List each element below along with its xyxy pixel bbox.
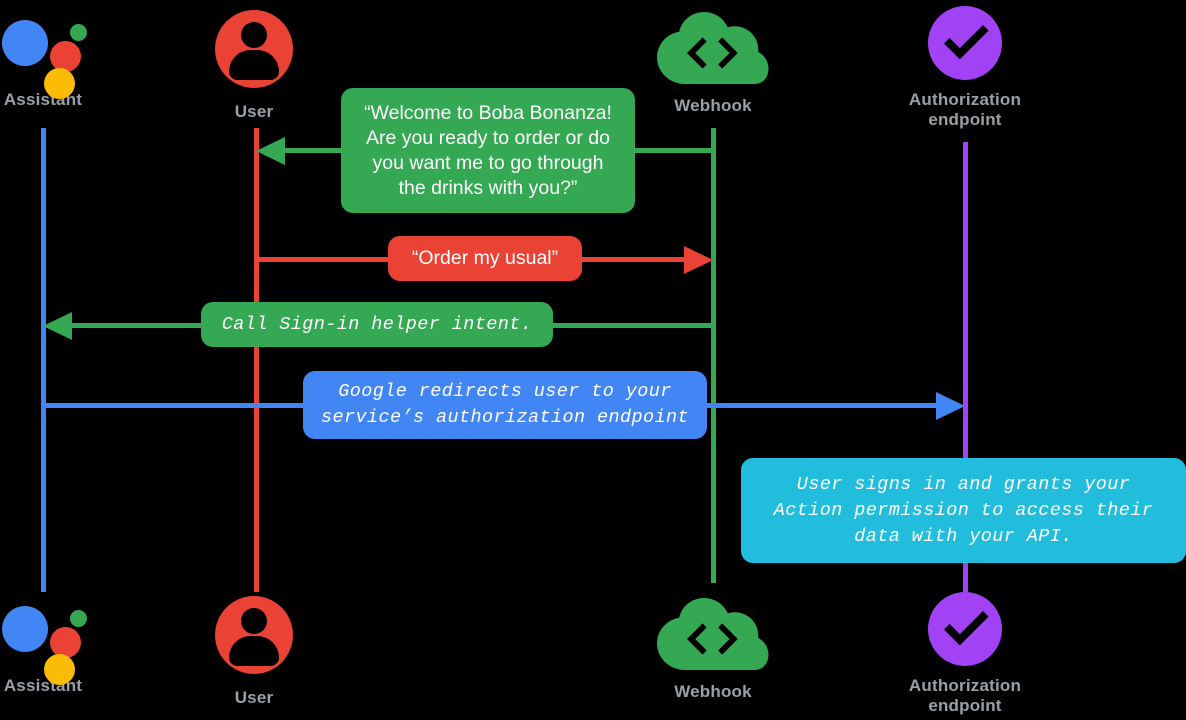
message-arrowhead-signin xyxy=(43,312,72,340)
message-bubble-signin: Call Sign-in helper intent. xyxy=(201,302,553,347)
actor-label-user-bottom: User xyxy=(234,688,274,707)
actor-label-webhook-bottom: Webhook xyxy=(674,682,752,701)
message-bubble-grant: User signs in and grants your Action per… xyxy=(741,458,1186,563)
google-assistant-dots-icon xyxy=(0,596,87,685)
actor-label-auth-bottom: Authorization endpoint xyxy=(908,676,1022,716)
actor-webhook-bottom: Webhook xyxy=(657,598,769,702)
purple-check-circle-icon xyxy=(928,592,1002,666)
message-line: Call Sign-in helper intent. xyxy=(221,313,533,335)
message-line: Action permission to access their xyxy=(773,499,1154,521)
actor-user-bottom: User xyxy=(215,596,293,708)
lifeline-assistant xyxy=(41,128,46,592)
user-avatar-icon xyxy=(215,10,293,88)
message-line: Are you ready to order or do xyxy=(366,126,610,149)
actor-webhook-top: Webhook xyxy=(657,12,769,116)
cloud-code-icon xyxy=(657,598,769,672)
message-bubble-redirect: Google redirects user to your service’s … xyxy=(303,371,707,439)
message-arrowhead-redirect xyxy=(936,392,965,420)
message-arrowhead-order xyxy=(684,246,713,274)
google-assistant-dots-icon xyxy=(0,10,87,99)
message-line: Google redirects user to your xyxy=(338,381,672,402)
message-line: data with your API. xyxy=(854,525,1073,547)
message-line: you want me to go through xyxy=(372,151,604,174)
message-bubble-order: “Order my usual” xyxy=(388,236,582,281)
cloud-code-icon xyxy=(657,12,769,86)
actor-assistant-bottom: Assistant xyxy=(0,596,87,696)
message-bubble-welcome: “Welcome to Boba Bonanza! Are you ready … xyxy=(341,88,635,213)
message-arrowhead-welcome xyxy=(256,137,285,165)
message-line: service’s authorization endpoint xyxy=(320,407,690,428)
actor-label-user-top: User xyxy=(234,102,274,121)
lifeline-auth xyxy=(963,142,968,592)
actor-label-assistant-bottom: Assistant xyxy=(3,676,83,695)
actor-assistant-top: Assistant xyxy=(0,10,87,110)
actor-auth-bottom: Authorization endpoint xyxy=(890,592,1040,716)
lifeline-webhook xyxy=(711,128,716,583)
user-avatar-icon xyxy=(215,596,293,674)
actor-user-top: User xyxy=(215,10,293,122)
actor-auth-top: Authorization endpoint xyxy=(890,6,1040,130)
actor-label-webhook-top: Webhook xyxy=(674,96,752,115)
purple-check-circle-icon xyxy=(928,6,1002,80)
message-line: “Order my usual” xyxy=(411,247,559,269)
actor-label-assistant-top: Assistant xyxy=(3,90,83,109)
lifeline-user xyxy=(254,128,259,592)
message-line: “Welcome to Boba Bonanza! xyxy=(364,101,612,124)
message-line: User signs in and grants your xyxy=(796,473,1131,495)
actor-label-auth-top: Authorization endpoint xyxy=(908,90,1022,130)
message-line: the drinks with you?” xyxy=(398,176,578,199)
